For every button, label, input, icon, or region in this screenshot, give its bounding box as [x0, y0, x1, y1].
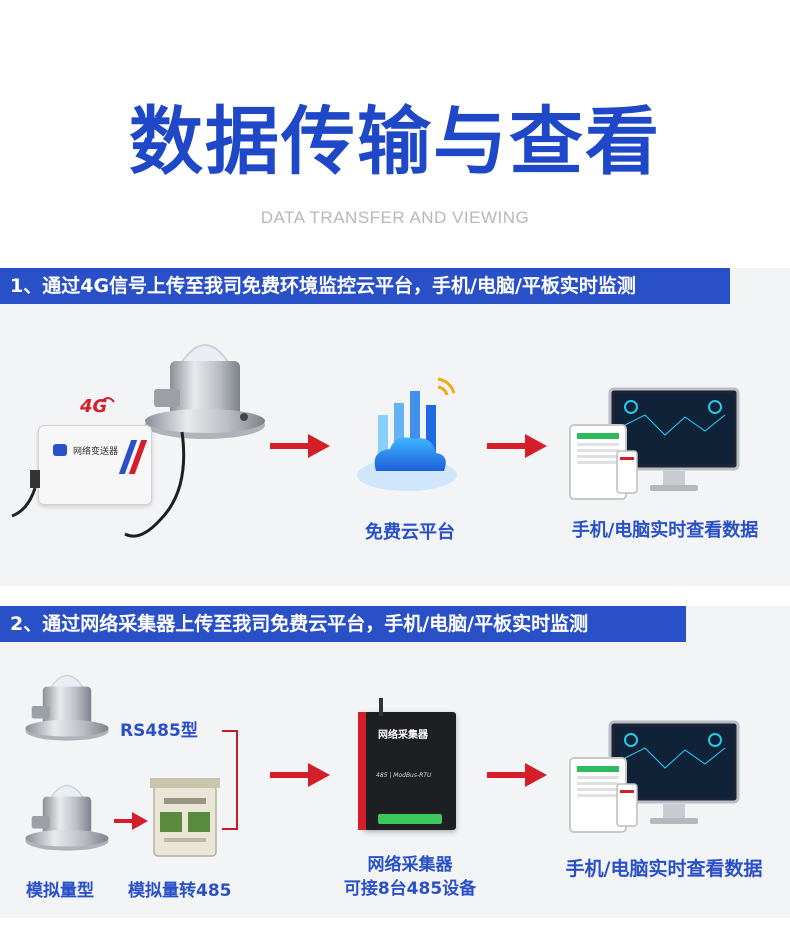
sensor-rs485-image: [25, 674, 109, 741]
view-label-1: 手机/电脑实时查看数据: [571, 520, 759, 541]
collector-label-line1: 网络采集器: [367, 855, 453, 875]
converter-label: 模拟量转485: [128, 881, 232, 901]
arrow-right-icon: [487, 763, 547, 787]
monitor-devices-image: [569, 387, 740, 500]
cloud-platform-icon: [357, 377, 457, 491]
bracket-decor: [222, 730, 238, 830]
sensor-image-1: [145, 344, 265, 439]
section-1-banner: 1、通过4G信号上传至我司免费环境监控云平台，手机/电脑/平板实时监测: [0, 268, 730, 304]
arrow-right-icon: [270, 434, 330, 458]
collector-red-edge: [358, 712, 366, 830]
antenna-icon: [379, 698, 383, 716]
antenna-cable: [11, 470, 40, 518]
page-subtitle: DATA TRANSFER AND VIEWING: [260, 208, 530, 227]
network-collector-device: 网络采集器 485 | ModBus-RTU: [358, 712, 456, 830]
cloud-platform-label: 免费云平台: [365, 522, 455, 543]
terminal-block: [378, 814, 442, 824]
page-title: 数据传输与查看: [129, 99, 661, 185]
sensor-analog-image: [25, 784, 109, 851]
rs485-label: RS485型: [120, 721, 198, 741]
monitor-devices-image-2: [569, 720, 740, 833]
collector-device-sub: 485 | ModBus-RTU: [376, 772, 432, 779]
converter-device-image: [150, 778, 220, 857]
brand-logo-icon: [53, 444, 67, 456]
collector-device-title: 网络采集器: [378, 730, 428, 741]
badge-4g: 4G: [80, 396, 108, 417]
arrow-right-icon: [270, 763, 330, 787]
transmitter-device: 网络变送器: [38, 425, 152, 505]
signal-icon: [101, 397, 115, 403]
analog-label: 模拟量型: [26, 881, 94, 901]
arrow-right-icon: [487, 434, 547, 458]
view-label-2: 手机/电脑实时查看数据: [565, 858, 763, 880]
sensor-cable: [124, 431, 186, 538]
collector-label-line2: 可接8台485设备: [343, 879, 477, 899]
section-2-banner: 2、通过网络采集器上传至我司免费云平台，手机/电脑/平板实时监测: [0, 606, 686, 642]
transmitter-label: 网络变送器: [73, 447, 119, 457]
arrow-right-small-icon: [114, 812, 148, 830]
